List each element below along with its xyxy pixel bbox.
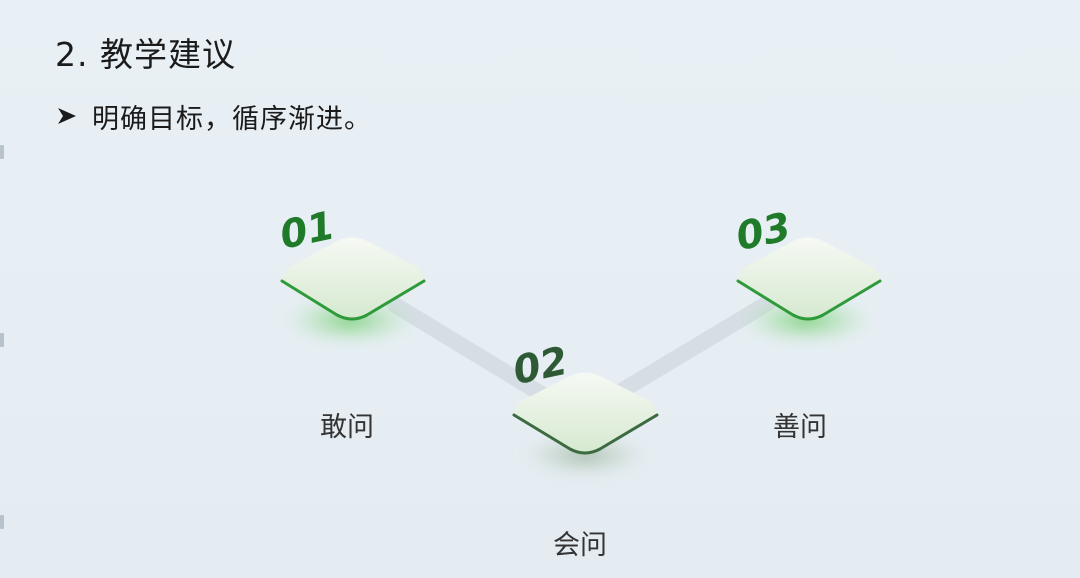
node-02-accent [512,413,659,455]
slide-title: 2. 教学建议 [55,35,236,74]
arrow-bullet-icon [58,108,76,124]
node-02-tile [514,372,657,453]
left-edge-marks [0,0,6,578]
node-01-accent [280,279,426,321]
node-02-number: 02 [509,339,571,394]
node-01-label: 敢问 [320,412,374,443]
edge-mark [0,515,4,529]
node-03-label: 善问 [773,412,827,443]
edge-mark [0,333,4,347]
node-03-accent [736,279,882,321]
node-01-tile [282,237,424,319]
node-02-label: 会问 [553,530,607,561]
edge-mark [0,145,4,159]
connector-line-1-2 [387,297,556,406]
node-02-glow [519,431,651,479]
node-03-tile [738,237,880,319]
bullet-text: 明确目标，循序渐进。 [92,103,372,135]
node-01-number: 01 [276,203,338,258]
node-02: 02 会问 [509,339,659,561]
bullet-item: 明确目标，循序渐进。 [55,96,372,136]
node-03: 03 善问 [732,205,882,443]
node-01: 01 敢问 [276,203,426,443]
node-03-number: 03 [732,205,794,260]
